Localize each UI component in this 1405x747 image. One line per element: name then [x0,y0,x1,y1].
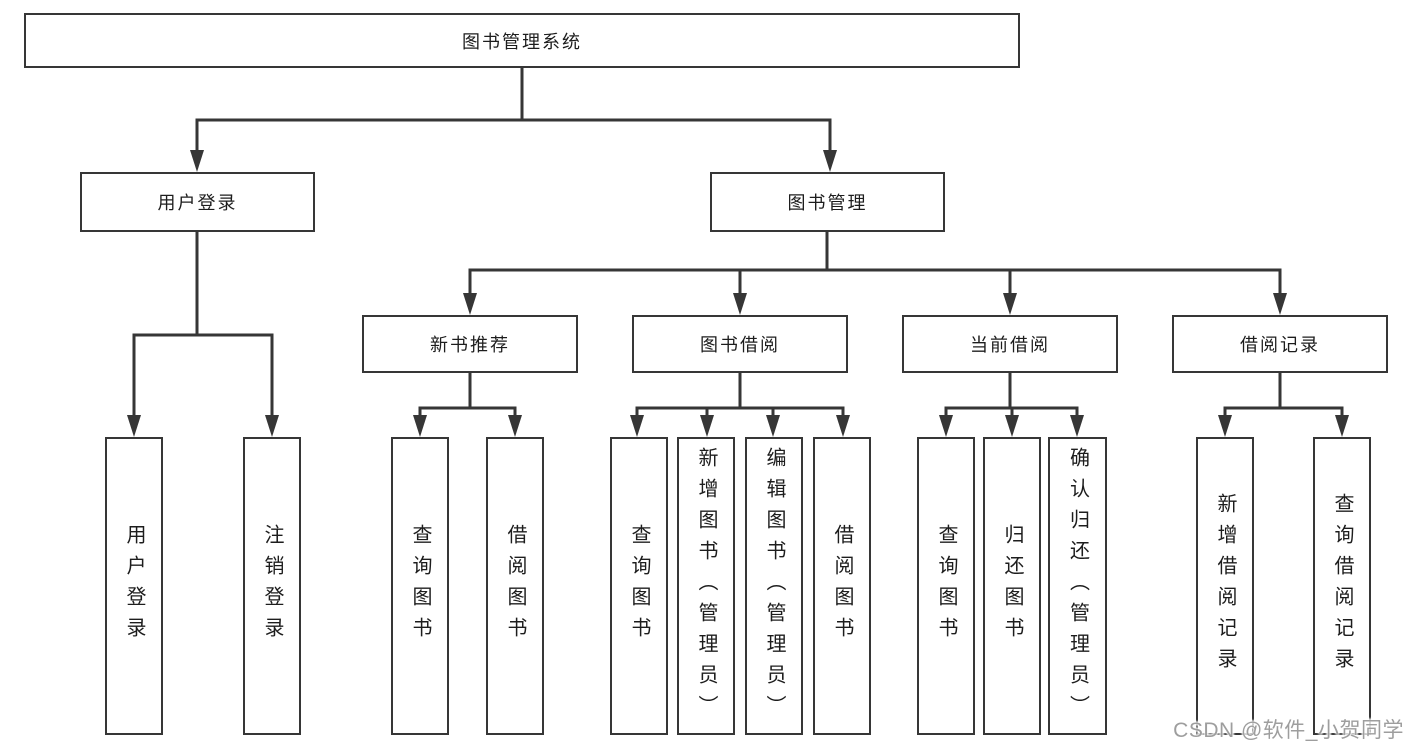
arrowheads [127,150,1349,437]
leaf-user-login: 用户登录 [105,437,163,735]
node-book-management: 图书管理 [710,172,945,232]
leaf-borrow-books-1: 借阅图书 [486,437,544,735]
node-borrow-records: 借阅记录 [1172,315,1388,373]
csdn-watermark: CSDN @软件_小贺同学 [1173,719,1404,742]
leaf-return-books: 归还图书 [983,437,1041,735]
node-book-management-label: 图书管理 [787,193,868,213]
leaf-query-books-2-label: 查询图书 [628,524,650,648]
leaf-query-borrow-record-label: 查询借阅记录 [1331,493,1353,679]
leaf-borrow-books-1-label: 借阅图书 [504,524,526,648]
node-current-borrow: 当前借阅 [902,315,1118,373]
leaf-add-books-admin-label: 新增图书（管理员） [695,446,717,726]
leaf-query-books-2: 查询图书 [610,437,668,735]
leaf-edit-books-admin-label: 编辑图书（管理员） [763,446,785,726]
node-current-borrow-label: 当前借阅 [970,335,1050,355]
leaf-edit-books-admin: 编辑图书（管理员） [745,437,803,735]
node-user-login-label: 用户登录 [157,193,238,213]
leaf-add-borrow-record: 新增借阅记录 [1196,437,1254,735]
leaf-logout-label: 注销登录 [261,524,283,648]
node-new-book-recommend-label: 新书推荐 [430,335,510,355]
leaf-query-books-3-label: 查询图书 [935,524,957,648]
node-root-library-system: 图书管理系统 [24,13,1020,68]
node-root-label: 图书管理系统 [462,31,582,52]
leaf-borrow-books-2: 借阅图书 [813,437,871,735]
leaf-return-books-label: 归还图书 [1001,524,1023,648]
leaf-logout: 注销登录 [243,437,301,735]
leaf-add-books-admin: 新增图书（管理员） [677,437,735,735]
node-borrow-records-label: 借阅记录 [1240,335,1320,355]
leaf-query-books-1-label: 查询图书 [409,524,431,648]
leaf-confirm-return-admin-label: 确认归还（管理员） [1066,446,1089,726]
leaf-add-borrow-record-label: 新增借阅记录 [1214,493,1236,679]
node-new-book-recommend: 新书推荐 [362,315,578,373]
leaf-borrow-books-2-label: 借阅图书 [831,524,853,648]
leaf-user-login-label: 用户登录 [123,524,145,648]
node-book-borrow: 图书借阅 [632,315,848,373]
leaf-query-books-3: 查询图书 [917,437,975,735]
node-book-borrow-label: 图书借阅 [700,335,780,355]
leaf-confirm-return-admin: 确认归还（管理员） [1048,437,1107,735]
leaf-query-books-1: 查询图书 [391,437,449,735]
node-user-login: 用户登录 [80,172,315,232]
leaf-query-borrow-record: 查询借阅记录 [1313,437,1371,735]
